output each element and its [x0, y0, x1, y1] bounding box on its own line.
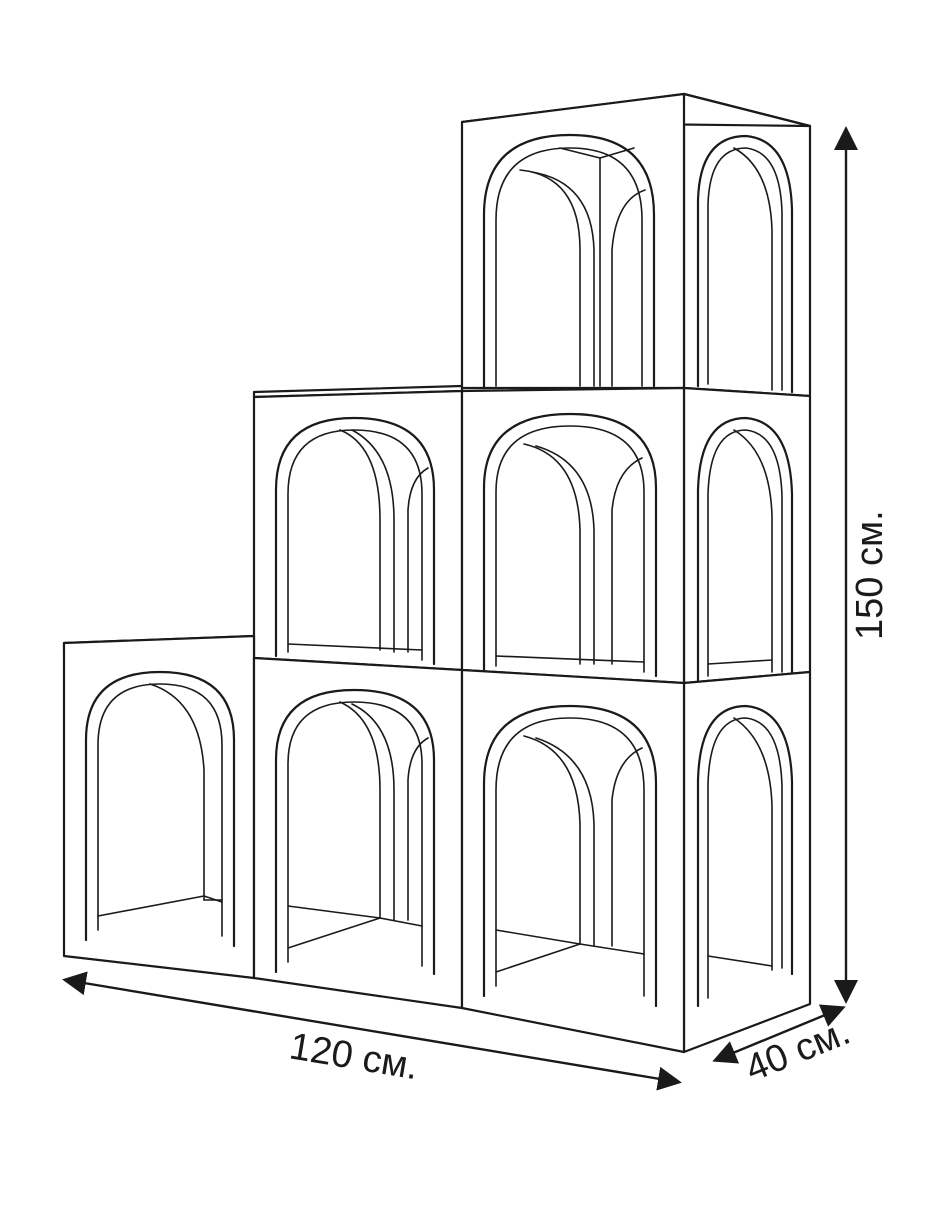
- depth-dimension-line: [712, 1004, 846, 1064]
- height-label: 150 см.: [849, 510, 891, 640]
- dimension-lines: [62, 126, 858, 1091]
- front-arches: [84, 133, 658, 1008]
- front-faces: [62, 92, 686, 1054]
- side-arches: [696, 134, 794, 1008]
- width-dimension-line: [62, 971, 682, 1091]
